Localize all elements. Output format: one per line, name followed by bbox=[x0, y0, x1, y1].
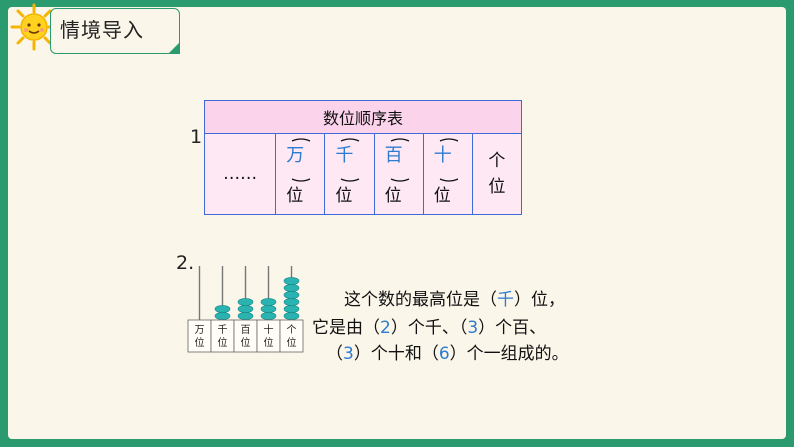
abacus-bead bbox=[260, 305, 277, 313]
abacus-bead bbox=[260, 298, 277, 306]
unit-qian: 位 bbox=[335, 185, 353, 206]
ge-top: 个 bbox=[488, 151, 506, 171]
column-wan: 万 位 bbox=[275, 133, 326, 215]
abacus-label-text: 万 bbox=[195, 325, 205, 336]
answer-ones: 6 bbox=[438, 344, 450, 364]
abacus-bead bbox=[260, 312, 277, 320]
dots-cell: …… bbox=[203, 133, 277, 215]
slide-canvas bbox=[8, 7, 786, 439]
place-value-table: 数位顺序表 …… 万 位 千 位 百 位 bbox=[203, 100, 523, 215]
ge-bottom: 位 bbox=[488, 177, 506, 197]
answer-hundreds: 3 bbox=[467, 318, 479, 338]
unit-shi: 位 bbox=[433, 185, 451, 206]
abacus-bead bbox=[237, 298, 254, 306]
text-line-2: 它是由（2）个千、（3）个百、 bbox=[312, 318, 547, 338]
column-qian: 千 位 bbox=[324, 133, 375, 215]
abacus-label-box bbox=[279, 319, 304, 353]
abacus-label-text: 位 bbox=[264, 336, 274, 349]
section1-number: 1. bbox=[190, 126, 209, 148]
abacus-label-text: 百 bbox=[241, 324, 251, 336]
abacus-bead bbox=[283, 284, 300, 292]
abacus-bead bbox=[214, 312, 231, 320]
table-title: 数位顺序表 bbox=[204, 100, 522, 134]
abacus-bead bbox=[283, 298, 300, 306]
answer-highest-place: 千 bbox=[497, 290, 514, 310]
answer-shi: 十 bbox=[433, 144, 452, 166]
abacus-bead bbox=[283, 312, 300, 320]
sun-icon bbox=[10, 3, 58, 51]
text-line-3: （3）个十和（6）个一组成的。 bbox=[326, 344, 569, 364]
page-title: 情境导入 bbox=[60, 18, 144, 42]
abacus-bead bbox=[237, 305, 254, 313]
abacus-bead bbox=[283, 305, 300, 313]
title-box bbox=[50, 8, 180, 54]
abacus-bead bbox=[283, 277, 300, 285]
column-shi: 十 位 bbox=[422, 133, 473, 215]
abacus-bead bbox=[283, 291, 300, 299]
unit-bai: 位 bbox=[384, 185, 402, 206]
abacus-label-text: 十 bbox=[264, 323, 274, 336]
answer-bai: 百 bbox=[384, 144, 403, 166]
text-line-1: 这个数的最高位是（千）位， bbox=[344, 290, 565, 310]
abacus-label-text: 位 bbox=[195, 336, 205, 349]
abacus-label-text: 千 bbox=[218, 324, 228, 336]
unit-wan: 位 bbox=[286, 185, 304, 206]
abacus-label-text: 个 bbox=[287, 324, 297, 336]
column-ge: 个 位 bbox=[471, 133, 523, 215]
answer-wan: 万 bbox=[286, 144, 305, 166]
answer-thousands: 2 bbox=[380, 318, 391, 338]
answer-tens: 3 bbox=[343, 344, 354, 364]
abacus-label-text: 位 bbox=[241, 336, 251, 349]
abacus-bead bbox=[214, 305, 231, 313]
abacus-label-text: 位 bbox=[218, 336, 228, 349]
answer-qian: 千 bbox=[335, 144, 354, 166]
abacus-bead bbox=[237, 312, 254, 320]
column-bai: 百 位 bbox=[373, 133, 424, 215]
section2-number: 2. bbox=[176, 252, 195, 274]
abacus-label-text: 位 bbox=[287, 336, 297, 349]
